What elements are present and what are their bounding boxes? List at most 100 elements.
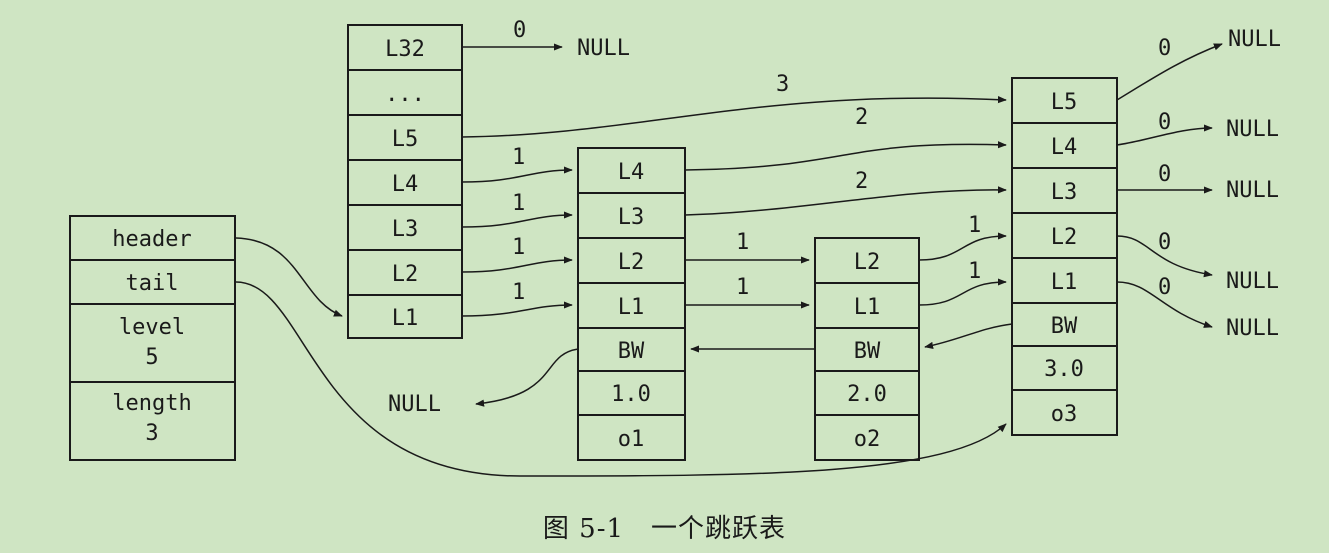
- node2-score-label: 2.0: [847, 382, 887, 407]
- arrow-node3-backward: [924, 323, 1013, 349]
- arrow-node1-backward: [475, 348, 579, 407]
- node3-level-L3-label: L3: [1051, 180, 1078, 205]
- node3-backward-label: BW: [1051, 314, 1078, 339]
- node1-obj-label: o1: [618, 427, 645, 452]
- list-tail-field: tail: [69, 259, 236, 305]
- node1-level-L3: L3: [577, 192, 686, 239]
- list-level-field: level 5: [69, 303, 236, 383]
- arrow-node3-L1: [1116, 281, 1213, 328]
- header-node: L32 ... L5 L4 L3 L2 L1: [347, 24, 463, 339]
- header-level-L3-label: L3: [392, 217, 419, 242]
- span-header-L1: 1: [512, 280, 525, 305]
- node3-level-L2: L2: [1011, 212, 1118, 259]
- node1-level-L4: L4: [577, 147, 686, 194]
- arrow-header-L3: [461, 211, 573, 228]
- header-level-L1: L1: [347, 294, 463, 339]
- span-node1-L1: 1: [736, 275, 749, 300]
- list-struct: header tail level 5 length 3: [69, 215, 236, 461]
- null-labels: NULL NULL NULL NULL NULL NULL NULL: [388, 27, 1281, 417]
- node2-backward-label: BW: [854, 339, 881, 364]
- arrow-node3-L4: [1116, 124, 1213, 146]
- null-node3-L1: NULL: [1226, 316, 1279, 341]
- list-length-value: 3: [145, 421, 158, 446]
- header-level-L5-label: L5: [392, 127, 419, 152]
- node3-level-L1: L1: [1011, 257, 1118, 304]
- node1-level-L4-label: L4: [618, 160, 645, 185]
- header-level-ellipsis: ...: [347, 69, 463, 116]
- arrow-node3-L2: [1116, 235, 1213, 278]
- list-tail-label: tail: [126, 271, 179, 296]
- arrow-node1-L4: [684, 141, 1007, 171]
- node1-backward-label: BW: [618, 339, 645, 364]
- header-level-L1-label: L1: [392, 306, 419, 331]
- node1-score-label: 1.0: [611, 382, 651, 407]
- node3-obj: o3: [1011, 389, 1118, 436]
- pointer-arrows: [235, 43, 1223, 477]
- node1-level-L3-label: L3: [618, 205, 645, 230]
- node2-score: 2.0: [814, 370, 920, 416]
- null-node3-L2: NULL: [1226, 269, 1279, 294]
- header-level-L3: L3: [347, 204, 463, 251]
- node3-score: 3.0: [1011, 345, 1118, 391]
- null-node3-L3: NULL: [1226, 178, 1279, 203]
- node2-obj-label: o2: [854, 427, 881, 452]
- node2-level-L1-label: L1: [854, 295, 881, 320]
- node-o2: L2 L1 BW 2.0 o2: [814, 237, 920, 461]
- node3-level-L2-label: L2: [1051, 225, 1078, 250]
- null-node3-L4: NULL: [1226, 117, 1279, 142]
- span-node3-L3: 0: [1158, 162, 1171, 187]
- node3-backward: BW: [1011, 302, 1118, 347]
- skiplist-diagram: header tail level 5 length 3 L32 ... L5: [69, 18, 1281, 477]
- arrow-header-L2: [461, 256, 573, 273]
- header-level-L5: L5: [347, 114, 463, 161]
- header-level-L4-label: L4: [392, 172, 419, 197]
- node1-level-L1: L1: [577, 282, 686, 329]
- span-header-L32: 0: [513, 18, 526, 43]
- list-length-field: length 3: [69, 381, 236, 461]
- header-level-L32-label: L32: [385, 37, 425, 62]
- span-header-L5: 3: [776, 72, 789, 97]
- null-node1-backward: NULL: [388, 392, 441, 417]
- node3-obj-label: o3: [1051, 402, 1078, 427]
- header-level-L4: L4: [347, 159, 463, 206]
- span-node2-L1: 1: [968, 259, 981, 284]
- node3-level-L4-label: L4: [1051, 135, 1078, 160]
- node3-level-L5: L5: [1011, 77, 1118, 124]
- span-header-L3: 1: [512, 191, 525, 216]
- list-header-field: header: [69, 215, 236, 261]
- span-node1-L3: 2: [855, 169, 868, 194]
- span-header-L2: 1: [512, 235, 525, 260]
- arrow-node2-L1: [918, 278, 1007, 306]
- header-level-L32: L32: [347, 24, 463, 71]
- list-header-label: header: [112, 227, 191, 252]
- node2-level-L1: L1: [814, 282, 920, 329]
- header-level-L2-label: L2: [392, 262, 419, 287]
- span-labels: 0 3 1 1 1 1 2 2 1 1 1 1 0 0 0 0 0: [512, 18, 1171, 305]
- arrow-list-header: [235, 237, 343, 317]
- span-node3-L5: 0: [1158, 36, 1171, 61]
- node3-level-L3: L3: [1011, 167, 1118, 214]
- span-node1-L4: 2: [855, 105, 868, 130]
- arrow-node1-L3: [684, 186, 1007, 216]
- arrow-node3-L5: [1116, 43, 1223, 101]
- node-o3: L5 L4 L3 L2 L1 BW 3.0 o3: [1011, 77, 1118, 436]
- node-o1: L4 L3 L2 L1 BW 1.0 o1: [577, 147, 686, 461]
- list-level-value: 5: [145, 345, 158, 370]
- node1-backward: BW: [577, 327, 686, 372]
- span-node3-L1: 0: [1158, 275, 1171, 300]
- node2-level-L2-label: L2: [854, 250, 881, 275]
- node3-score-label: 3.0: [1044, 357, 1084, 382]
- arrow-node2-L2: [918, 232, 1007, 261]
- node3-level-L5-label: L5: [1051, 90, 1078, 115]
- node1-level-L1-label: L1: [618, 295, 645, 320]
- node3-level-L4: L4: [1011, 122, 1118, 169]
- span-node1-L2: 1: [736, 230, 749, 255]
- header-level-ellipsis-label: ...: [385, 82, 425, 107]
- node1-level-L2: L2: [577, 237, 686, 284]
- span-node3-L2: 0: [1158, 230, 1171, 255]
- node2-backward: BW: [814, 327, 920, 372]
- node3-level-L1-label: L1: [1051, 270, 1078, 295]
- figure-caption: 图 5-1 一个跳跃表: [542, 514, 787, 544]
- null-header-L32: NULL: [577, 36, 630, 61]
- arrow-list-tail: [235, 281, 1007, 477]
